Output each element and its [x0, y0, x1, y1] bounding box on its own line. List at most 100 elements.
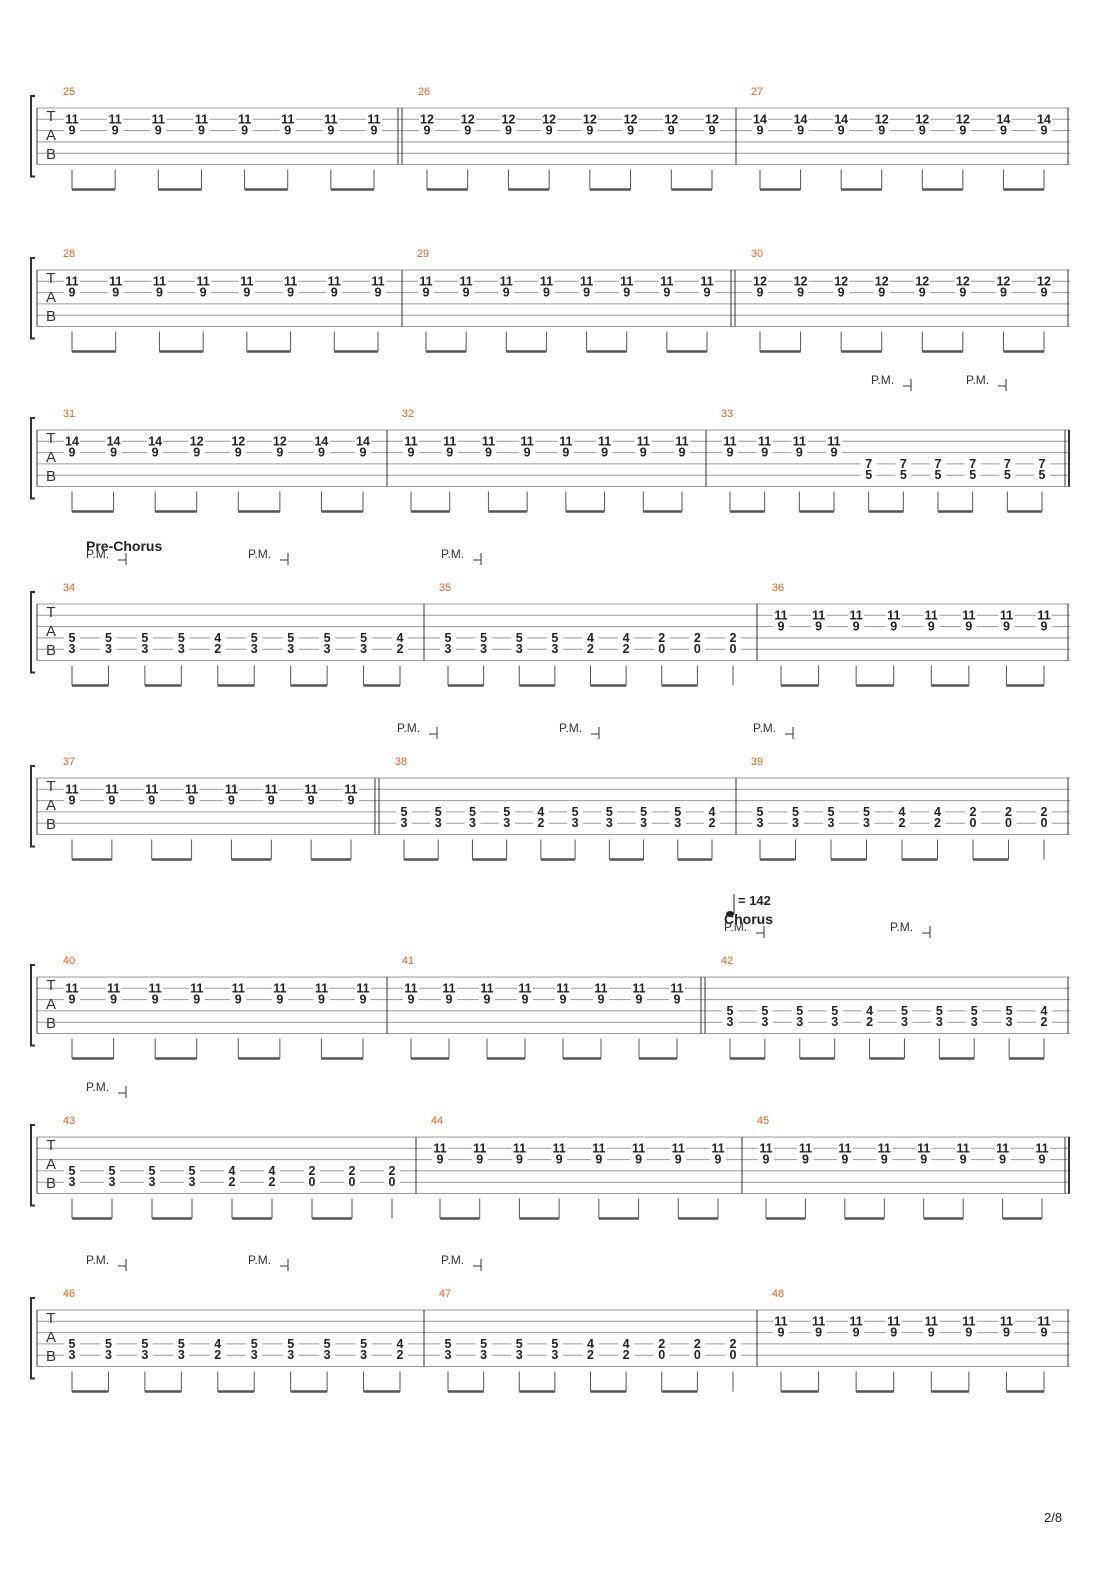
fret-mask [593, 983, 609, 995]
fret-number: 12 [1037, 274, 1051, 288]
fret-mask [546, 632, 563, 644]
fret-number: 5 [69, 1164, 76, 1178]
fret-number: 9 [1000, 286, 1007, 300]
fret-mask [246, 632, 263, 644]
fret-number: 9 [193, 993, 200, 1007]
fret-number: 5 [69, 1337, 76, 1351]
fret-number: 11 [556, 981, 569, 995]
system-bracket [30, 765, 35, 848]
fret-number: 11 [324, 112, 337, 126]
fret-mask [792, 125, 809, 137]
fret-mask [263, 795, 280, 807]
fret-number: 5 [900, 468, 907, 482]
palm-mute-label: P.M. [559, 721, 582, 735]
fret-number: 9 [198, 124, 205, 138]
fret-mask [833, 125, 850, 137]
fret-mask [282, 1350, 299, 1362]
fret-number: 12 [461, 112, 475, 126]
fret-mask [929, 818, 946, 830]
tab-clef-letter: T [46, 108, 55, 125]
fret-number: 9 [505, 124, 512, 138]
fret-mask [995, 125, 1012, 137]
fret-mask [689, 1350, 706, 1362]
fret-mask [758, 1143, 774, 1155]
fret-mask [64, 276, 80, 288]
fret-mask [582, 632, 599, 644]
palm-mute-label: P.M. [248, 547, 271, 561]
fret-number: 9 [331, 286, 338, 300]
fret-mask [791, 1005, 808, 1017]
fret-number: 9 [327, 124, 334, 138]
tab-clef-letter: A [46, 289, 56, 306]
palm-mute-label: P.M. [86, 547, 109, 561]
fret-number: 11 [473, 1141, 486, 1155]
fret-number: 9 [928, 1326, 935, 1340]
fret-number: 9 [928, 620, 935, 634]
fret-mask [355, 983, 371, 995]
fret-number: 9 [463, 286, 470, 300]
fret-number: 11 [404, 434, 417, 448]
fret-number: 4 [397, 631, 404, 645]
tab-clef-letter: A [46, 1329, 56, 1346]
fret-number: 0 [730, 1348, 737, 1362]
tab-system: TABP.M.435353535342422020204411911911911… [30, 1080, 1070, 1220]
fret-mask [355, 436, 371, 448]
measure-number: 28 [63, 248, 75, 260]
fret-mask [151, 276, 168, 288]
fret-number: 9 [595, 1153, 602, 1167]
fret-number: 2 [694, 631, 701, 645]
fret-number: 3 [606, 816, 613, 830]
fret-mask [313, 994, 330, 1006]
fret-number: 11 [917, 1141, 930, 1155]
fret-number: 9 [423, 286, 430, 300]
fret-number: 4 [709, 805, 716, 819]
fret-number: 9 [308, 794, 315, 808]
fret-mask [498, 818, 515, 830]
section-label: Chorus [724, 911, 773, 927]
fret-mask [440, 644, 456, 656]
fret-number: 5 [971, 1004, 978, 1018]
fret-number: 9 [679, 446, 686, 460]
fret-number: 11 [265, 782, 278, 796]
fret-number: 3 [178, 1348, 185, 1362]
fret-number: 11 [793, 434, 806, 448]
fret-mask [64, 125, 80, 137]
fret-number: 9 [69, 446, 76, 460]
fret-mask [885, 621, 902, 633]
fret-mask [722, 1005, 738, 1017]
tab-clef-letter: T [46, 430, 55, 447]
fret-number: 3 [287, 642, 294, 656]
fret-number: 11 [443, 434, 456, 448]
fret-mask [419, 114, 435, 126]
fret-number: 5 [189, 1164, 196, 1178]
fret-number: 3 [141, 1348, 148, 1362]
fret-mask [756, 447, 773, 459]
fret-number: 11 [328, 274, 341, 288]
measure-number: 29 [417, 248, 429, 260]
fret-mask [326, 287, 343, 299]
fret-mask [193, 114, 210, 126]
fret-number: 0 [970, 816, 977, 830]
fret-number: 5 [105, 1337, 112, 1351]
fret-mask [441, 994, 457, 1006]
fret-mask [725, 1338, 741, 1350]
fret-number: 3 [149, 1175, 156, 1189]
fret-number: 11 [675, 434, 688, 448]
fret-number: 5 [572, 805, 579, 819]
fret-mask [370, 276, 386, 288]
fret-mask [100, 1350, 117, 1362]
fret-mask [471, 1143, 488, 1155]
fret-mask [432, 1154, 448, 1166]
fret-number: 9 [112, 286, 119, 300]
fret-mask [663, 125, 680, 137]
fret-mask [430, 818, 447, 830]
fret-mask [355, 994, 371, 1006]
fret-mask [500, 114, 517, 126]
fret-number: 11 [838, 1141, 851, 1155]
fret-mask [519, 436, 536, 448]
fret-number: 2 [730, 631, 737, 645]
fret-number: 9 [188, 794, 195, 808]
fret-number: 2 [866, 1015, 873, 1029]
fret-mask [511, 644, 528, 656]
fret-mask [590, 1143, 607, 1155]
